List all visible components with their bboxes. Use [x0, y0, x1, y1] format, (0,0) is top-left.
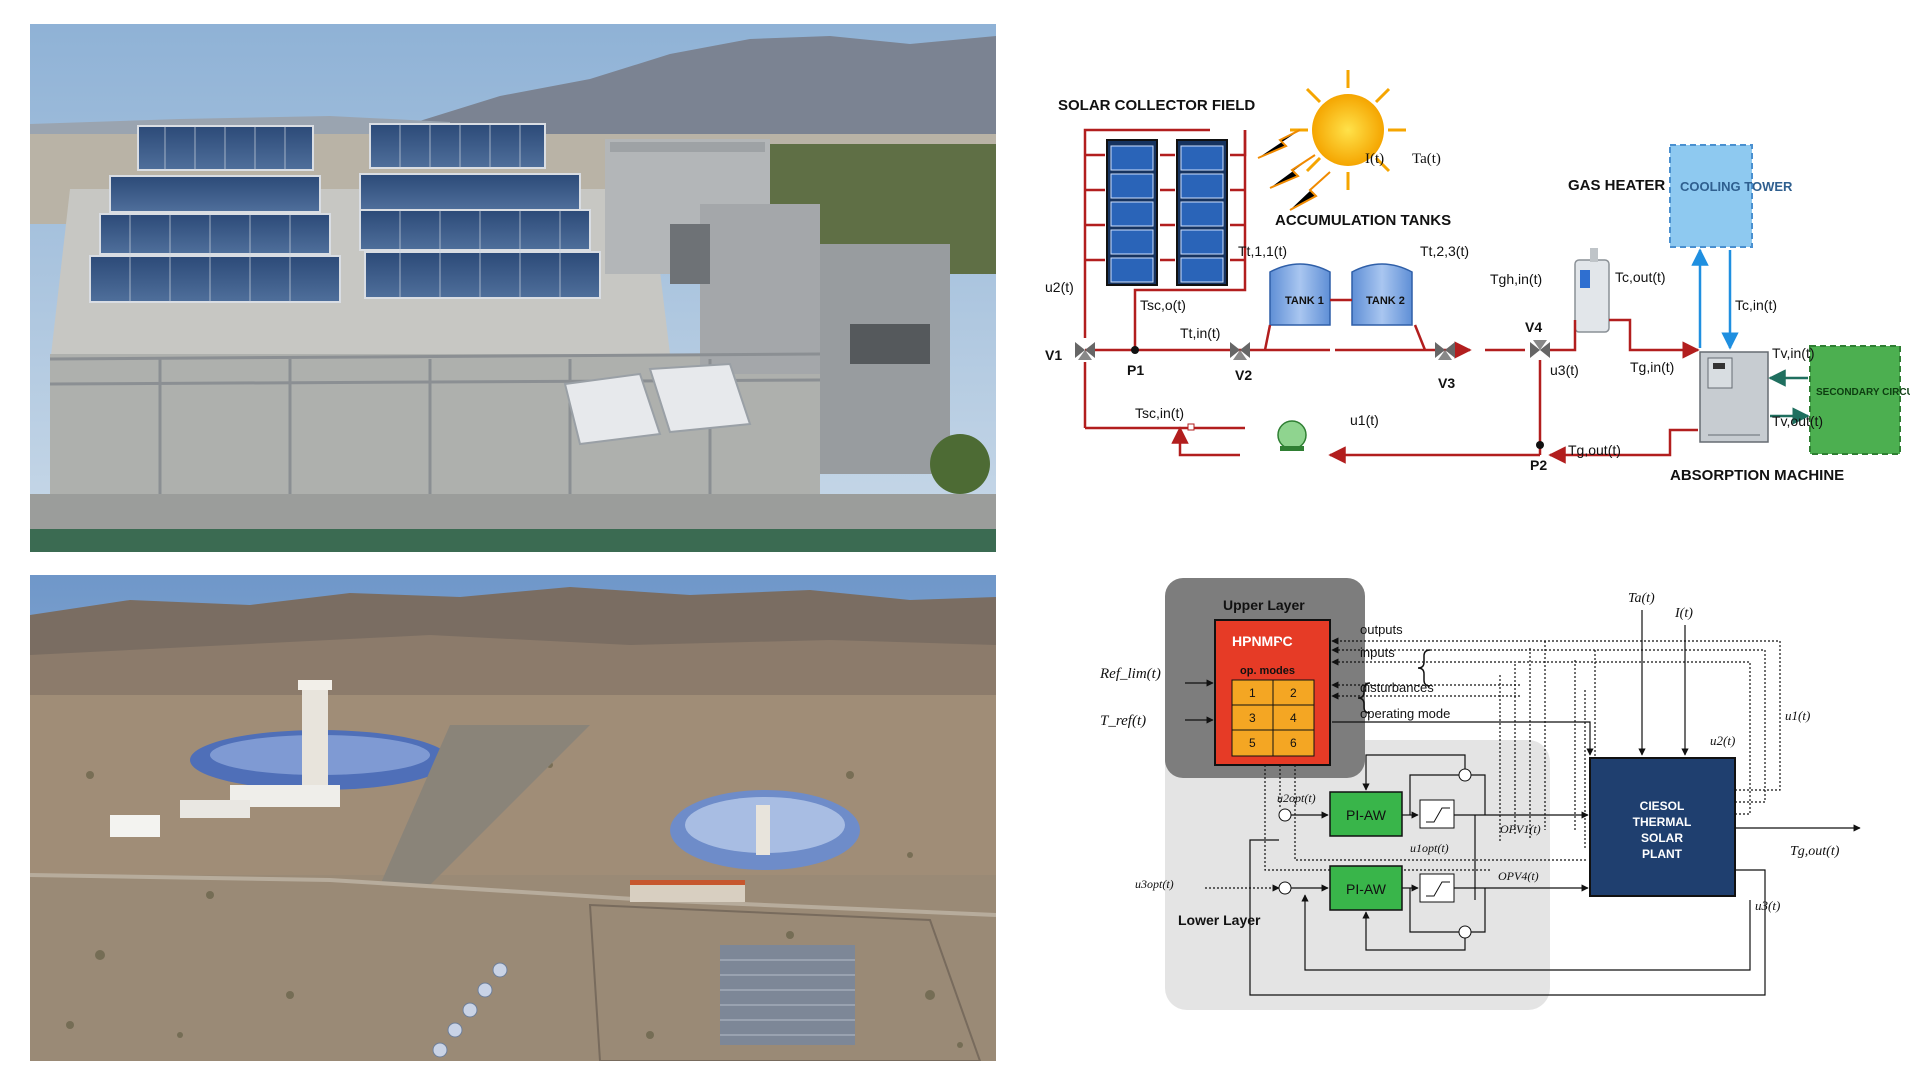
mode-3: 3 — [1249, 711, 1256, 725]
op-modes-label: op. modes — [1240, 665, 1295, 677]
irradiance-label: I(t) — [1365, 151, 1384, 167]
plant-line-1: CIESOL — [1640, 799, 1685, 813]
saturation-block-1 — [1419, 799, 1455, 829]
signal-u1: u1(t) — [1350, 412, 1379, 428]
signal-tghin: Tgh,in(t) — [1490, 271, 1542, 287]
ref-lim-label: Ref_lim(t) — [1099, 666, 1161, 682]
sum-junction-2 — [1458, 768, 1472, 782]
solar-field-label: SOLAR COLLECTOR FIELD — [1058, 97, 1255, 114]
pi-aw-block-1 — [1329, 791, 1403, 837]
signal-tgout: Tg,out(t) — [1568, 442, 1621, 458]
plant-line-2: THERMAL — [1633, 815, 1692, 829]
tank2-label: TANK 2 — [1366, 295, 1405, 307]
op-v1-label: OPV1(t) — [1500, 822, 1541, 836]
signal-tgin: Tg,in(t) — [1630, 359, 1674, 375]
signal-ttin: Tt,in(t) — [1180, 325, 1220, 341]
cooling-tower-label: COOLING TOWER — [1680, 179, 1793, 194]
operating-mode-label: operating mode — [1360, 706, 1450, 721]
mode-4: 4 — [1290, 711, 1297, 725]
valve-v1-icon — [1075, 342, 1095, 360]
signal-tvout: Tv,out(t) — [1772, 413, 1823, 429]
accumulation-label: ACCUMULATION TANKS — [1275, 212, 1451, 229]
valve-v4-icon — [1530, 340, 1550, 358]
u1-opt-label: u1opt(t) — [1410, 841, 1449, 855]
u2-label: u2(t) — [1710, 733, 1735, 748]
sum-junction-1 — [1278, 808, 1292, 822]
u3-label: u3(t) — [1755, 898, 1780, 913]
absorption-machine — [1699, 351, 1769, 443]
pump-icon — [1277, 420, 1307, 451]
node-p1-icon — [1131, 346, 1139, 354]
sensor-icon — [1187, 423, 1195, 431]
v2-label: V2 — [1235, 367, 1252, 383]
mode-6: 6 — [1290, 736, 1297, 750]
inputs-label: inputs — [1360, 645, 1395, 660]
rooftop-solar-photo — [30, 24, 996, 552]
ciesol-plant-block — [1589, 757, 1736, 897]
u2-opt-label: u2opt(t) — [1277, 791, 1316, 805]
signal-tcin: Tc,in(t) — [1735, 297, 1777, 313]
v4-label: V4 — [1525, 319, 1542, 335]
ambient-temp-label: Ta(t) — [1412, 151, 1441, 167]
op-v4-label: OPV4(t) — [1498, 869, 1539, 883]
upper-layer-label: Upper Layer — [1223, 597, 1305, 613]
valve-v2-icon — [1230, 342, 1250, 360]
p1-label: P1 — [1127, 362, 1144, 378]
tg-out-label: Tg,out(t) — [1790, 844, 1840, 859]
op-modes-grid — [1231, 679, 1315, 757]
u1-label: u1(t) — [1785, 708, 1810, 723]
ta-label: Ta(t) — [1628, 591, 1655, 606]
sum-junction-4 — [1458, 925, 1472, 939]
irr-label: I(t) — [1674, 606, 1693, 621]
solar-collector-field — [1083, 128, 1247, 350]
v1-label: V1 — [1045, 347, 1062, 363]
signal-tvin: Tv,in(t) — [1772, 345, 1815, 361]
plant-schematic-diagram: SOLAR COLLECTOR FIELD — [1030, 60, 1920, 520]
gas-heater — [1574, 248, 1610, 333]
plant-line-3: SOLAR — [1641, 831, 1683, 845]
plant-line-4: PLANT — [1642, 847, 1683, 861]
p2-label: P2 — [1530, 457, 1547, 473]
disturbances-label: disturbances — [1360, 680, 1434, 695]
node-p2-icon — [1536, 441, 1544, 449]
v3-label: V3 — [1438, 375, 1455, 391]
lower-layer-label: Lower Layer — [1178, 912, 1261, 928]
sum-junction-3 — [1278, 881, 1292, 895]
hpnmpc-label: HPNMPC — [1232, 633, 1293, 649]
signal-u2: u2(t) — [1045, 279, 1074, 295]
mode-2: 2 — [1290, 686, 1297, 700]
t-ref-label: T_ref(t) — [1100, 713, 1146, 729]
signal-tscin: Tsc,in(t) — [1135, 405, 1184, 421]
control-architecture-diagram: Upper Layer Lower Layer HPNMPC op. modes… — [1090, 570, 1890, 1030]
saturation-block-2 — [1419, 873, 1455, 903]
mode-1: 1 — [1249, 686, 1256, 700]
outputs-label: outputs — [1360, 622, 1403, 637]
pi-aw-label-2: PI-AW — [1346, 881, 1387, 897]
tank1-label: TANK 1 — [1285, 295, 1324, 307]
aerial-solar-platform-photo — [29, 575, 997, 1062]
gas-heater-label: GAS HEATER — [1568, 177, 1665, 194]
secondary-circuit — [1809, 345, 1901, 455]
u3-opt-label: u3opt(t) — [1135, 877, 1174, 891]
cooling-tower — [1669, 144, 1753, 248]
signal-tcout: Tc,out(t) — [1615, 269, 1666, 285]
secondary-circuit-label: SECONDARY CIRCUIT (HVAC) — [1816, 387, 1910, 398]
pi-aw-label-1: PI-AW — [1346, 807, 1387, 823]
signal-tt11: Tt,1,1(t) — [1238, 243, 1287, 259]
absorption-label: ABSORPTION MACHINE — [1670, 467, 1844, 484]
valve-v3-icon — [1435, 342, 1455, 360]
signal-tsco: Tsc,o(t) — [1140, 297, 1186, 313]
accumulation-tanks — [1269, 263, 1413, 326]
signal-tt23: Tt,2,3(t) — [1420, 243, 1469, 259]
mode-5: 5 — [1249, 736, 1256, 750]
sun-icon — [1257, 70, 1406, 211]
signal-u3: u3(t) — [1550, 362, 1579, 378]
